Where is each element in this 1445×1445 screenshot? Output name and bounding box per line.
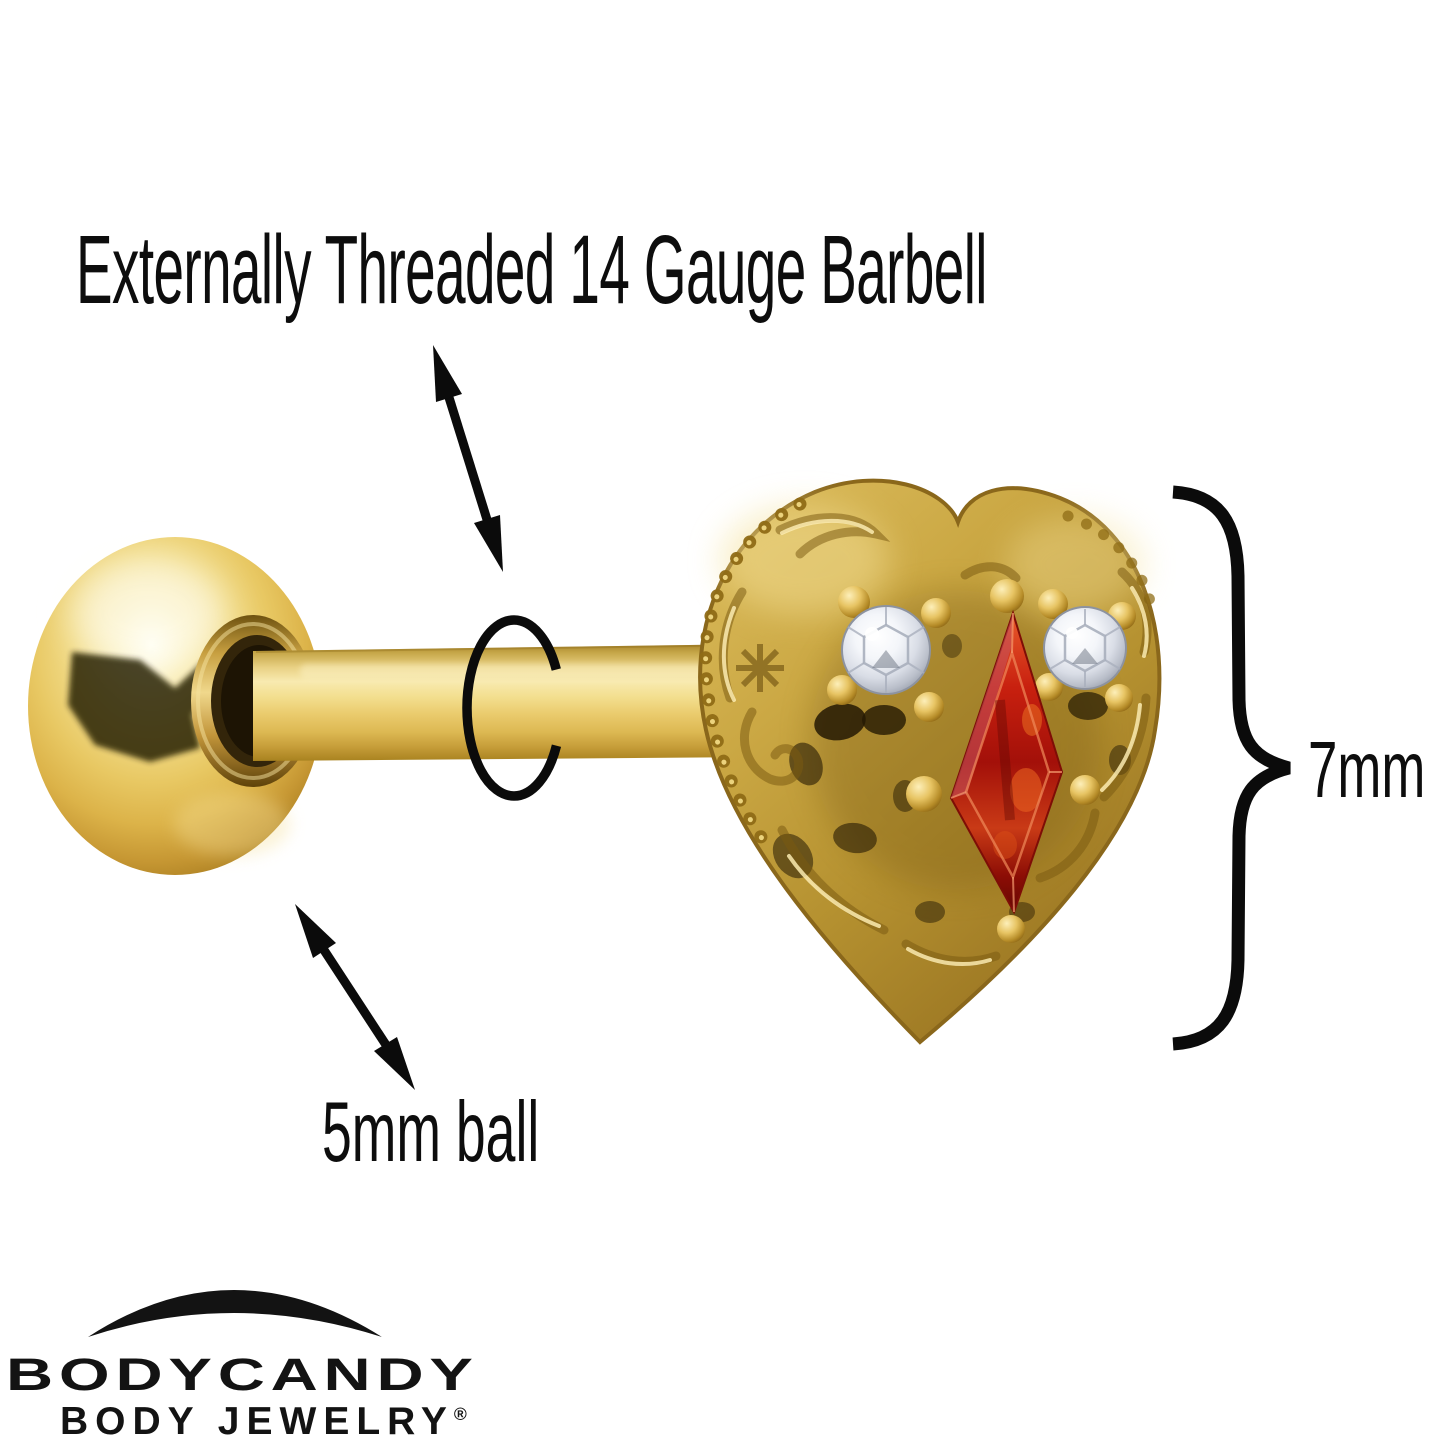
heart-star-stamp [736, 644, 784, 692]
charm-size-label: 7mm [1308, 725, 1426, 814]
logo-brand-text: BODYCANDY [6, 1349, 479, 1400]
clear-crystal-right [1043, 606, 1127, 690]
ball-reflection [68, 652, 228, 762]
logo-swoosh-icon [88, 1290, 382, 1337]
clear-crystal-left [841, 605, 931, 695]
barbell-arrow-icon [433, 345, 503, 572]
charm-brace-icon [1172, 485, 1291, 1051]
thread-ring-icon [462, 615, 566, 801]
heart-charm [698, 478, 1162, 1045]
gold-prong-beads [827, 579, 1136, 943]
heart-beaded-border [699, 497, 1160, 847]
ball-arrow-icon [295, 904, 415, 1090]
ball-size-label: 5mm ball [322, 1085, 540, 1180]
barbell-shaft [253, 644, 780, 761]
logo-tagline-text: BODY JEWELRY® [60, 1402, 467, 1441]
registered-trademark-icon: ® [453, 1404, 467, 1424]
logo-tagline-words: BODY JEWELRY [60, 1400, 454, 1443]
heart-filigree-highlight [721, 518, 1149, 966]
red-kite-gem [949, 609, 1064, 915]
barbell-gauge-label: Externally Threaded 14 Gauge Barbell [76, 215, 987, 324]
